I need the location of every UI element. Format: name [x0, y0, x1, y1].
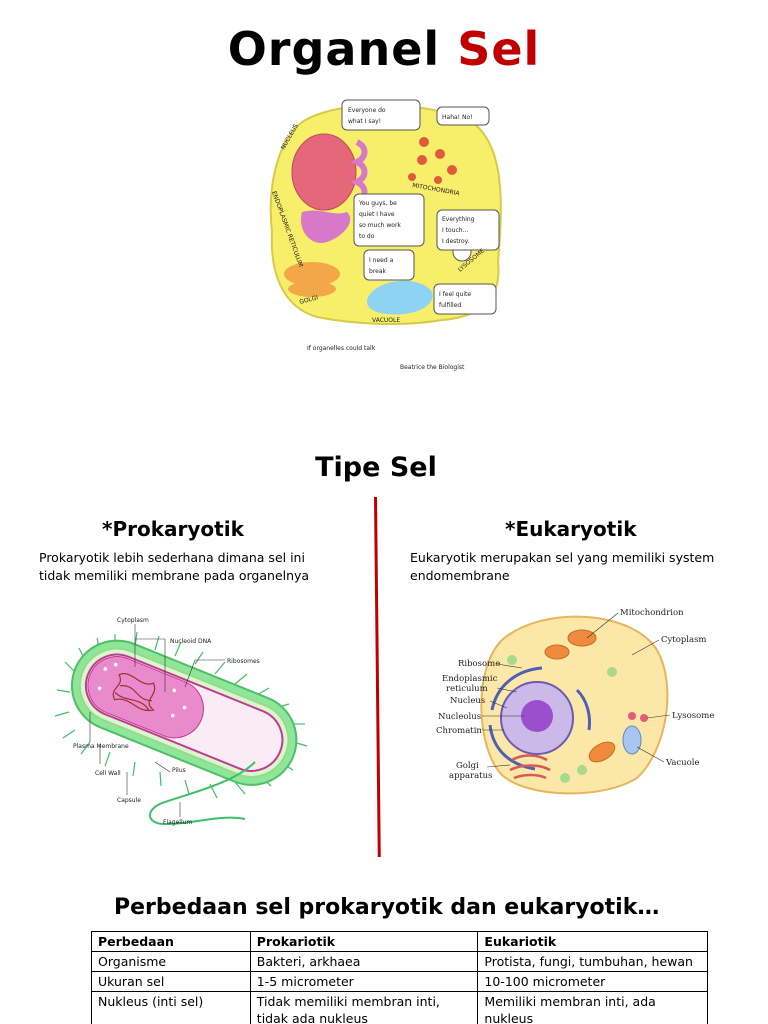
- euk-label-golgi-1: Golgi: [456, 761, 479, 771]
- table-cell: Memiliki membran inti, ada nukleus: [477, 991, 708, 1024]
- prok-label-plasma-membrane: Plasma Membrane: [73, 743, 129, 750]
- table-header-cell: Eukariotik: [477, 931, 708, 952]
- comparison-table: Perbedaan Prokariotik Eukariotik Organis…: [91, 931, 708, 1024]
- cartoon-credit: Beatrice the Biologist: [400, 364, 465, 371]
- label-golgi: GOLGI: [299, 294, 320, 306]
- table-cell: Nukleus (inti sel): [91, 991, 251, 1024]
- prok-label-flagellum: Flagellum: [163, 819, 192, 826]
- table-header-cell: Prokariotik: [249, 931, 479, 952]
- table-row: Nukleus (inti sel) Tidak memiliki membra…: [91, 991, 708, 1024]
- prok-label-pilus: Pilus: [172, 767, 186, 774]
- cartoon-caption: If organelles could talk: [307, 345, 376, 352]
- prokaryote-heading: *Prokaryotik: [102, 517, 244, 541]
- title-part1: Organel: [227, 22, 441, 76]
- bubble-3-line-2: quiet I have: [359, 211, 395, 218]
- eukaryote-diagram: Mitochondrion Cytoplasm Ribosome Endopla…: [432, 600, 722, 800]
- table-header-row: Perbedaan Prokariotik Eukariotik: [91, 931, 708, 952]
- table-cell: Tidak memiliki membran inti, tidak ada n…: [249, 991, 479, 1024]
- prokaryote-diagram-svg: Cytoplasm Nucleoid DNA Ribosomes Plasma …: [54, 617, 308, 826]
- table-cell: Protista, fungi, tumbuhan, hewan: [477, 951, 708, 972]
- table-header-cell: Perbedaan: [91, 931, 251, 952]
- bubble-4-line-2: I touch...: [442, 227, 468, 234]
- bubble-4-line-3: I destroy.: [442, 238, 469, 245]
- table-cell: Bakteri, arkhaea: [249, 951, 479, 972]
- prokaryote-description: Prokaryotik lebih sederhana dimana sel i…: [39, 550, 310, 583]
- bubble-3-line-3: so much work: [359, 222, 401, 229]
- bubble-6-line-2: fulfilled: [439, 302, 461, 309]
- euk-label-vacuole: Vacuole: [665, 758, 700, 768]
- euk-label-lysosome: Lysosome: [672, 711, 714, 721]
- table-cell: 1-5 micrometer: [249, 971, 479, 992]
- euk-label-er-1: Endoplasmic: [442, 674, 498, 684]
- bubble-6-line-1: I feel quite: [439, 291, 471, 298]
- table-cell: Ukuran sel: [91, 971, 251, 992]
- euk-label-nucleolus: Nucleolus: [438, 712, 481, 722]
- title-part2: Sel: [457, 22, 541, 76]
- page-title: Organel Sel: [0, 22, 768, 76]
- table-row: Ukuran sel 1-5 micrometer 10-100 microme…: [91, 971, 708, 992]
- eukaryote-diagram-svg: Mitochondrion Cytoplasm Ribosome Endopla…: [436, 608, 714, 795]
- euk-label-mitochondrion: Mitochondrion: [620, 608, 684, 618]
- organelle-cartoon-illustration: Everyone do what I say! Haha! No! You gu…: [269, 99, 502, 371]
- eukaryote-heading: *Eukaryotik: [505, 517, 637, 541]
- comparison-title: Perbedaan sel prokaryotik dan eukaryotik…: [114, 895, 660, 920]
- section-title: Tipe Sel: [315, 452, 437, 483]
- label-vacuole: VACUOLE: [372, 317, 400, 324]
- column-divider: [374, 496, 381, 857]
- prok-label-nucleoid: Nucleoid DNA: [170, 638, 212, 645]
- table-cell: Organisme: [91, 951, 251, 972]
- organelle-cartoon: Everyone do what I say! Haha! No! You gu…: [262, 92, 510, 377]
- prokaryote-diagram: Cytoplasm Nucleoid DNA Ribosomes Plasma …: [54, 612, 320, 837]
- prok-label-capsule: Capsule: [117, 797, 141, 804]
- prok-label-ribosomes: Ribosomes: [227, 658, 260, 665]
- euk-label-golgi-2: apparatus: [449, 771, 492, 781]
- euk-label-er-2: reticulum: [446, 684, 488, 694]
- bubble-4-line-1: Everything: [442, 216, 475, 223]
- prok-label-cytoplasm: Cytoplasm: [117, 617, 149, 624]
- bubble-1-line-1: Everyone do: [348, 107, 386, 114]
- bubble-5-line-1: I need a: [369, 257, 394, 264]
- bubble-2: Haha! No!: [442, 114, 473, 121]
- euk-label-chromatin: Chromatin: [436, 726, 482, 736]
- eukaryote-description: Eukaryotik merupakan sel yang memiliki s…: [410, 550, 715, 583]
- prok-label-cell-wall: Cell Wall: [95, 770, 121, 777]
- euk-label-ribosome: Ribosome: [458, 659, 500, 669]
- bubble-5-line-2: break: [369, 268, 387, 275]
- table-row: Organisme Bakteri, arkhaea Protista, fun…: [91, 951, 708, 972]
- bubble-3-line-4: to do: [359, 233, 375, 240]
- euk-label-nucleus: Nucleus: [450, 696, 485, 706]
- bubble-3-line-1: You guys, be: [358, 200, 397, 207]
- bubble-1-line-2: what I say!: [348, 118, 381, 125]
- table-cell: 10-100 micrometer: [477, 971, 708, 992]
- euk-label-cytoplasm: Cytoplasm: [661, 635, 707, 645]
